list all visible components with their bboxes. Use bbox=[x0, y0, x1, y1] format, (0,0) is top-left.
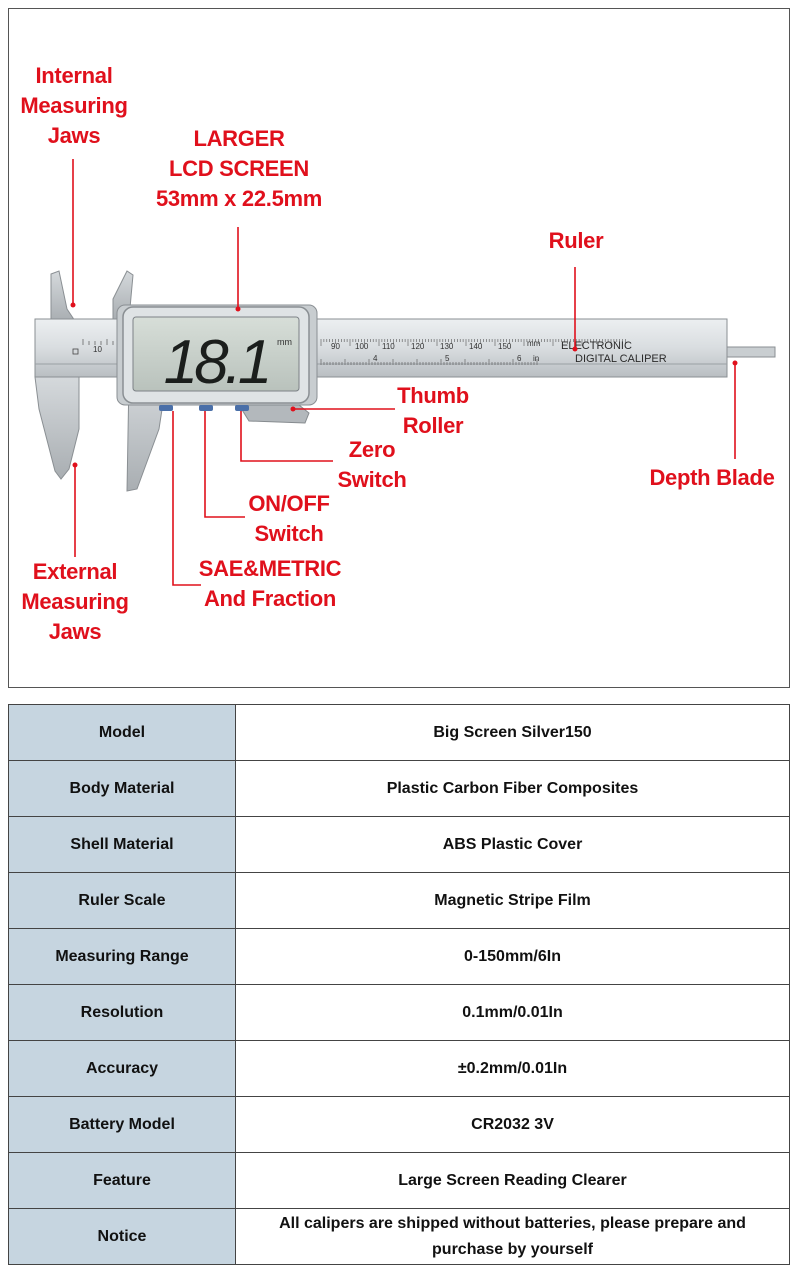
thumb-roller bbox=[238, 404, 310, 424]
external-jaw-fixed bbox=[34, 376, 80, 480]
scale-number-100: 100 bbox=[355, 342, 369, 351]
spec-key: Measuring Range bbox=[8, 928, 236, 985]
button-on-off bbox=[199, 405, 213, 411]
lcd-unit: mm bbox=[277, 337, 292, 347]
button-sae bbox=[159, 405, 173, 411]
label-sae-metric: SAE&METRIC And Fraction bbox=[198, 556, 342, 611]
scale-in-label: in bbox=[533, 354, 539, 363]
label-thumb-roller: Thumb Roller bbox=[397, 383, 469, 438]
label-internal-jaws: Internal Measuring Jaws bbox=[20, 63, 128, 148]
label-depth-blade: Depth Blade bbox=[649, 465, 775, 490]
inch-number-5: 5 bbox=[445, 354, 450, 363]
internal-jaw-fixed bbox=[50, 270, 76, 322]
spec-value: All calipers are shipped without batteri… bbox=[235, 1208, 790, 1265]
caliper-illustration: 18.1 mm 10 90 100 110 120 130 140 150 mm… bbox=[34, 159, 776, 586]
spec-value: CR2032 3V bbox=[235, 1096, 790, 1153]
lcd-reading: 18.1 bbox=[164, 328, 269, 397]
label-zero-switch: Zero Switch bbox=[337, 437, 407, 492]
spec-value: Big Screen Silver150 bbox=[235, 704, 790, 761]
scale-left bbox=[82, 339, 114, 345]
spec-key: Ruler Scale bbox=[8, 872, 236, 929]
spec-value: 0.1mm/0.01In bbox=[235, 984, 790, 1041]
label-ruler: Ruler bbox=[548, 228, 604, 253]
spec-value: ±0.2mm/0.01In bbox=[235, 1040, 790, 1097]
spec-key: Notice bbox=[8, 1208, 236, 1265]
brand-line1: ELECTRONIC bbox=[561, 340, 632, 352]
product-diagram: 18.1 mm 10 90 100 110 120 130 140 150 mm… bbox=[8, 8, 790, 688]
label-lcd-screen: LARGER LCD SCREEN 53mm x 22.5mm bbox=[155, 126, 323, 211]
scale-number-150: 150 bbox=[498, 342, 512, 351]
scale-in-ticks bbox=[320, 359, 538, 365]
scale-number-140: 140 bbox=[469, 342, 483, 351]
label-on-off-switch: ON/OFF Switch bbox=[248, 491, 330, 546]
lcd-screen bbox=[132, 316, 300, 392]
inch-number-4: 4 bbox=[373, 354, 378, 363]
spec-key: Shell Material bbox=[8, 816, 236, 873]
scale-number-130: 130 bbox=[440, 342, 454, 351]
spec-value: Plastic Carbon Fiber Composites bbox=[235, 760, 790, 817]
spec-value: 0-150mm/6In bbox=[235, 928, 790, 985]
spec-key: Body Material bbox=[8, 760, 236, 817]
callout-dots bbox=[70, 302, 738, 468]
inch-number-6: 6 bbox=[517, 354, 522, 363]
scale-number-90: 90 bbox=[331, 342, 340, 351]
scale-number-110: 110 bbox=[382, 342, 395, 351]
spec-key: Accuracy bbox=[8, 1040, 236, 1097]
scale-mm-label: mm bbox=[527, 339, 541, 348]
spec-value: Magnetic Stripe Film bbox=[235, 872, 790, 929]
scale-number-120: 120 bbox=[411, 342, 425, 351]
label-external-jaws: External Measuring Jaws bbox=[21, 559, 129, 644]
callout-lines bbox=[72, 159, 736, 586]
spec-key: Model bbox=[8, 704, 236, 761]
spec-value: Large Screen Reading Clearer bbox=[235, 1152, 790, 1209]
spec-key: Resolution bbox=[8, 984, 236, 1041]
spec-value: ABS Plastic Cover bbox=[235, 816, 790, 873]
scale-number-10: 10 bbox=[93, 345, 102, 354]
spec-key: Battery Model bbox=[8, 1096, 236, 1153]
scale-mm-ticks bbox=[320, 339, 626, 346]
spec-row: Accuracy±0.2mm/0.01In bbox=[8, 1040, 790, 1097]
depth-blade bbox=[726, 346, 776, 358]
brand-line2: DIGITAL CALIPER bbox=[575, 353, 667, 365]
spec-key: Feature bbox=[8, 1152, 236, 1209]
button-zero bbox=[235, 405, 249, 411]
